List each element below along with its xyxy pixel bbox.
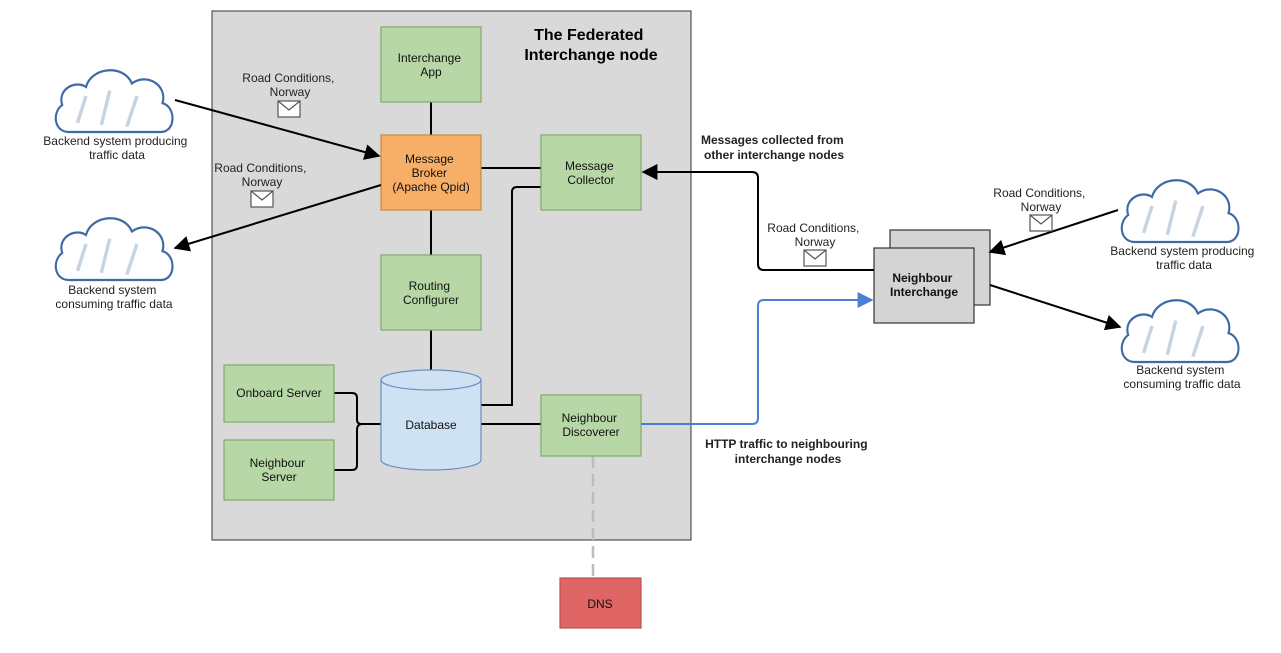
envelope-icon: [250, 190, 274, 208]
annotation-http: HTTP traffic to neighbouring interchange…: [705, 437, 871, 466]
envelope-icon: [277, 100, 301, 118]
svg-text:Road Conditions, Norway: Road Conditions, Norway: [242, 71, 337, 99]
left-producer-cloud-icon: Backend system producing traffic data: [43, 68, 190, 162]
external-connections: [173, 99, 1122, 331]
svg-text:Onboard Server: Onboard Server: [236, 386, 321, 400]
svg-text:Neighbour Server: Neighbour Server: [250, 456, 309, 484]
svg-text:Backend system consuming: Backend system consuming traffic data: [55, 283, 173, 311]
right-producer-cloud-icon: Backend system producing traffic data: [1110, 178, 1257, 272]
message-label-left-in: Road Conditions, Norway: [242, 71, 337, 118]
svg-text:Road Conditions, Norway: Road Conditions, Norway: [214, 161, 309, 189]
annotation-collected: Messages collected from other interchang…: [701, 133, 847, 162]
dns-box[interactable]: DNS: [559, 577, 642, 629]
svg-text:Road Conditions, Norway: Road Conditions, Norway: [767, 221, 862, 249]
left-consumer-cloud-icon: Backend system consuming traffic data: [53, 216, 175, 311]
neighbour-discoverer-box[interactable]: Neighbour Discoverer: [540, 394, 642, 457]
internal-connections: [334, 102, 541, 471]
svg-text:Backend system producing: Backend system producing traffic data: [1110, 244, 1257, 272]
envelope-icon: [1029, 214, 1053, 232]
database-cylinder[interactable]: Database: [380, 369, 482, 471]
svg-text:Message Broker (Ap: Message Broker (Apache Qpid): [392, 152, 469, 194]
svg-text:Road Conditions, Norway: Road Conditions, Norway: [993, 186, 1088, 214]
message-broker-box[interactable]: Message Broker (Apache Qpid): [380, 134, 482, 211]
svg-text:Database: Database: [405, 418, 457, 432]
routing-configurer-box[interactable]: Routing Configurer: [380, 254, 482, 331]
message-collector-box[interactable]: Message Collector: [540, 134, 642, 211]
envelope-icon: [803, 249, 827, 267]
http-traffic-line: [641, 292, 874, 425]
interchange-app-box[interactable]: Interchange App: [380, 26, 482, 103]
message-label-right-in: Road Conditions, Norway: [993, 186, 1088, 232]
right-consumer-cloud-icon: Backend system consuming traffic data: [1119, 298, 1241, 391]
svg-text:Backend system producing: Backend system producing traffic data: [43, 134, 190, 162]
neighbour-server-box[interactable]: Neighbour Server: [223, 439, 335, 501]
message-label-left-out: Road Conditions, Norway: [214, 161, 309, 208]
onboard-server-box[interactable]: Onboard Server: [223, 364, 335, 423]
message-label-right-collected: Road Conditions, Norway: [767, 221, 862, 267]
svg-text:Neighbour Interchange: Neighbour Interchange: [890, 271, 958, 299]
svg-text:Interchange App: Interchange App: [398, 51, 465, 79]
neighbour-interchange-box[interactable]: Neighbour Interchange: [873, 229, 991, 324]
svg-text:Backend system consuming: Backend system consuming traffic data: [1123, 363, 1241, 391]
node-title: The Federated Interchange node: [524, 27, 657, 64]
svg-text:Message Collector: Message Collector: [565, 159, 617, 187]
svg-text:Routing Configurer: Routing Configurer: [403, 279, 459, 307]
svg-text:Neighbour Discoverer: Neighbour Discoverer: [562, 411, 621, 439]
svg-text:DNS: DNS: [587, 597, 612, 611]
